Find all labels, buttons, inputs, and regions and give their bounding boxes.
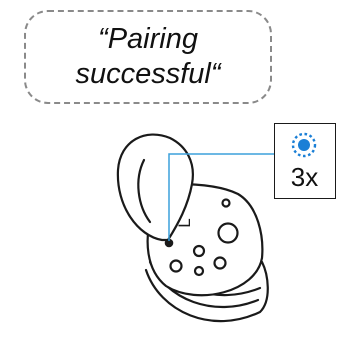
earbud-ear-tip bbox=[116, 133, 194, 242]
microphone-opening-b bbox=[169, 259, 183, 273]
touch-sensor-large bbox=[217, 222, 239, 244]
microphone-opening-a bbox=[192, 244, 206, 258]
earbud-illustration bbox=[116, 133, 269, 323]
speech-bubble: “Pairing successful“ bbox=[24, 10, 272, 104]
led-indicator-box: 3x bbox=[274, 123, 336, 199]
microphone-opening-c bbox=[193, 265, 205, 277]
earbud-ear-tip-inner bbox=[137, 158, 152, 224]
status-message-line-2: successful“ bbox=[75, 58, 221, 90]
microphone-opening-d bbox=[213, 256, 227, 270]
blink-count-label: 3x bbox=[290, 162, 319, 192]
blinking-led-icon bbox=[291, 132, 317, 158]
side-marker-letter: L bbox=[175, 218, 194, 227]
microphone-opening-small bbox=[221, 198, 231, 208]
indicator-leader-line bbox=[168, 153, 274, 241]
status-message-line-1: “Pairing bbox=[98, 23, 198, 55]
